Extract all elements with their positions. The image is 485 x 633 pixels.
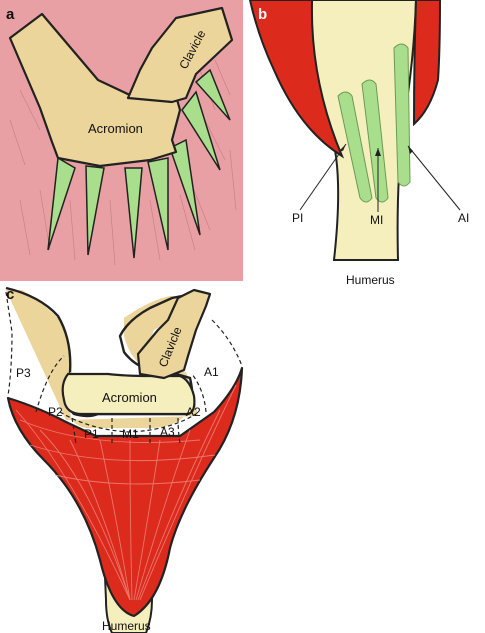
panel-b-insertion-pi xyxy=(337,91,373,203)
panel-c-acromion-outline xyxy=(5,286,194,418)
panel-c-acromion-label: Acromion xyxy=(102,390,157,405)
panel-b-pi-label: PI xyxy=(292,211,303,225)
panel-b-ai-label: AI xyxy=(458,211,469,225)
panel-c-dashed-boundaries xyxy=(5,291,243,446)
panel-c-a1-label: A1 xyxy=(204,365,219,379)
panel-a-clavicle xyxy=(126,6,234,104)
panel-a: Acromion Clavicle a xyxy=(0,0,243,281)
panel-c-humerus-label: Humerus xyxy=(102,619,151,633)
panel-c-p2-label: P2 xyxy=(48,405,63,419)
panel-c-p1-label: P1 xyxy=(84,427,99,441)
panel-c-m1-label: M1 xyxy=(122,427,139,441)
panel-c-acromion xyxy=(61,372,196,416)
panel-b-anterior-muscle xyxy=(412,0,442,127)
panel-c-a3-label: A3 xyxy=(160,425,175,439)
panel-a-acromion xyxy=(8,12,182,168)
panel-c-deltoid xyxy=(6,366,244,618)
panel-b-humerus-label: Humerus xyxy=(346,273,395,287)
panel-b-posterior-muscle xyxy=(248,0,345,159)
panel-b-letter: b xyxy=(258,6,267,23)
panel-c-letter: c xyxy=(6,286,14,303)
panel-c: Clavicle Acromion P3 P2 P1 M1 A3 A2 A1 H… xyxy=(5,286,244,633)
panel-a-letter: a xyxy=(6,6,15,23)
panel-b-insertions xyxy=(337,43,411,203)
panel-c-deltoid-fibers xyxy=(15,384,237,601)
panel-b-insertion-ai xyxy=(393,43,411,187)
panel-b-pointers xyxy=(299,143,461,212)
panel-b-mi-label: MI xyxy=(370,213,383,227)
panel-c-p3-label: P3 xyxy=(16,366,31,380)
panel-a-tendons xyxy=(47,68,231,259)
panel-c-a2-label: A2 xyxy=(186,405,201,419)
panel-c-clavicle xyxy=(136,288,212,380)
panel-b: PI MI AI Humerus b xyxy=(248,0,469,287)
panel-c-bone-fill xyxy=(6,290,198,429)
panel-b-arrowheads xyxy=(340,144,413,156)
panel-a-acromion-label: Acromion xyxy=(88,121,143,136)
